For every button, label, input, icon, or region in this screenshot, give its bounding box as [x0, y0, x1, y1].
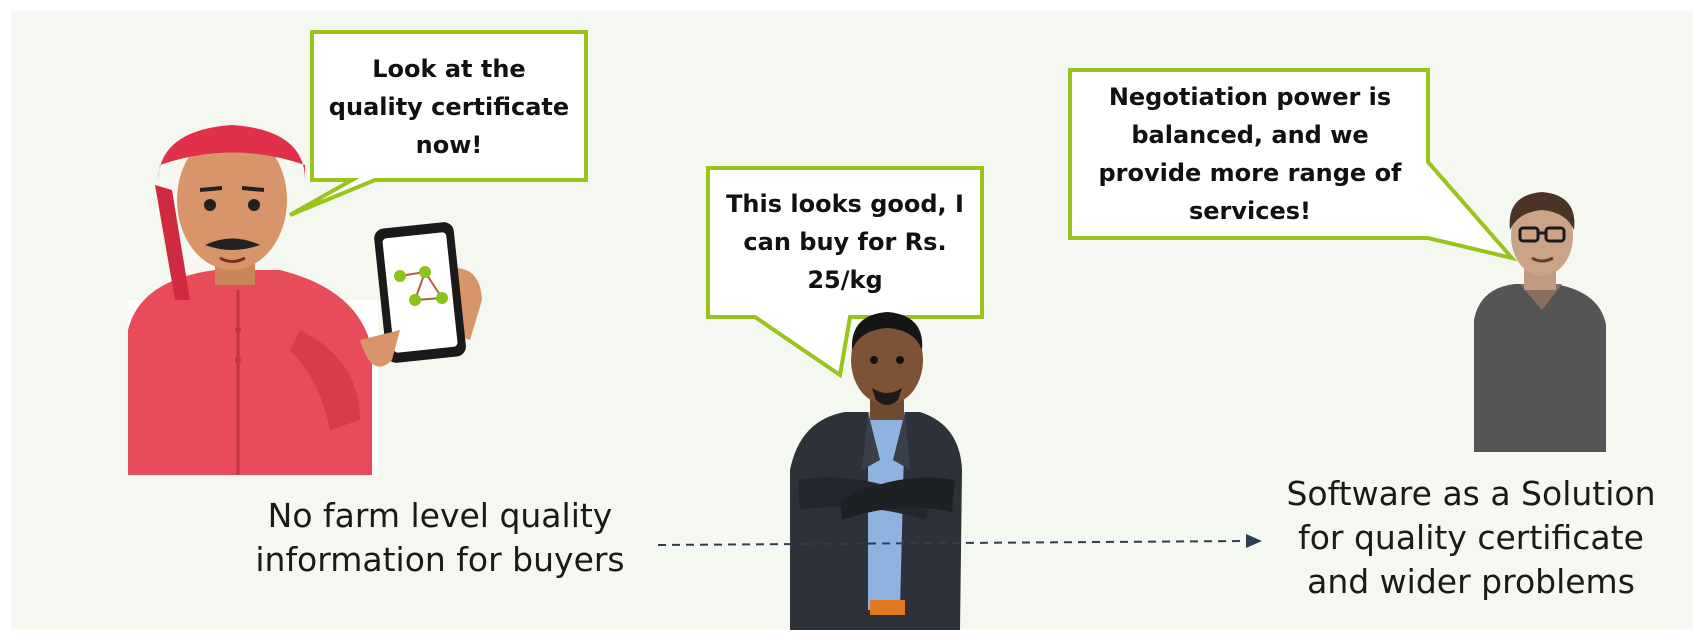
provider-figure: [1474, 192, 1606, 452]
solution-caption: Software as a Solution for quality certi…: [1286, 474, 1656, 601]
smartphone-icon: [360, 222, 482, 367]
provider-speech-text: Negotiation power is balanced, and we pr…: [1098, 83, 1402, 225]
problem-caption: No farm level quality information for bu…: [255, 496, 625, 579]
farmer-figure: [128, 125, 378, 475]
arrow-right-icon: [657, 534, 1262, 548]
farmer-speech-bubble: [289, 30, 588, 217]
buyer-speech-bubble: [706, 166, 984, 379]
farmer-speech-text: Look at the quality certificate now!: [328, 55, 570, 159]
buyer-speech-text: This looks good, I can buy for Rs. 25/kg: [726, 190, 964, 294]
buyer-figure: [790, 312, 962, 630]
provider-speech-bubble: [1068, 68, 1518, 262]
